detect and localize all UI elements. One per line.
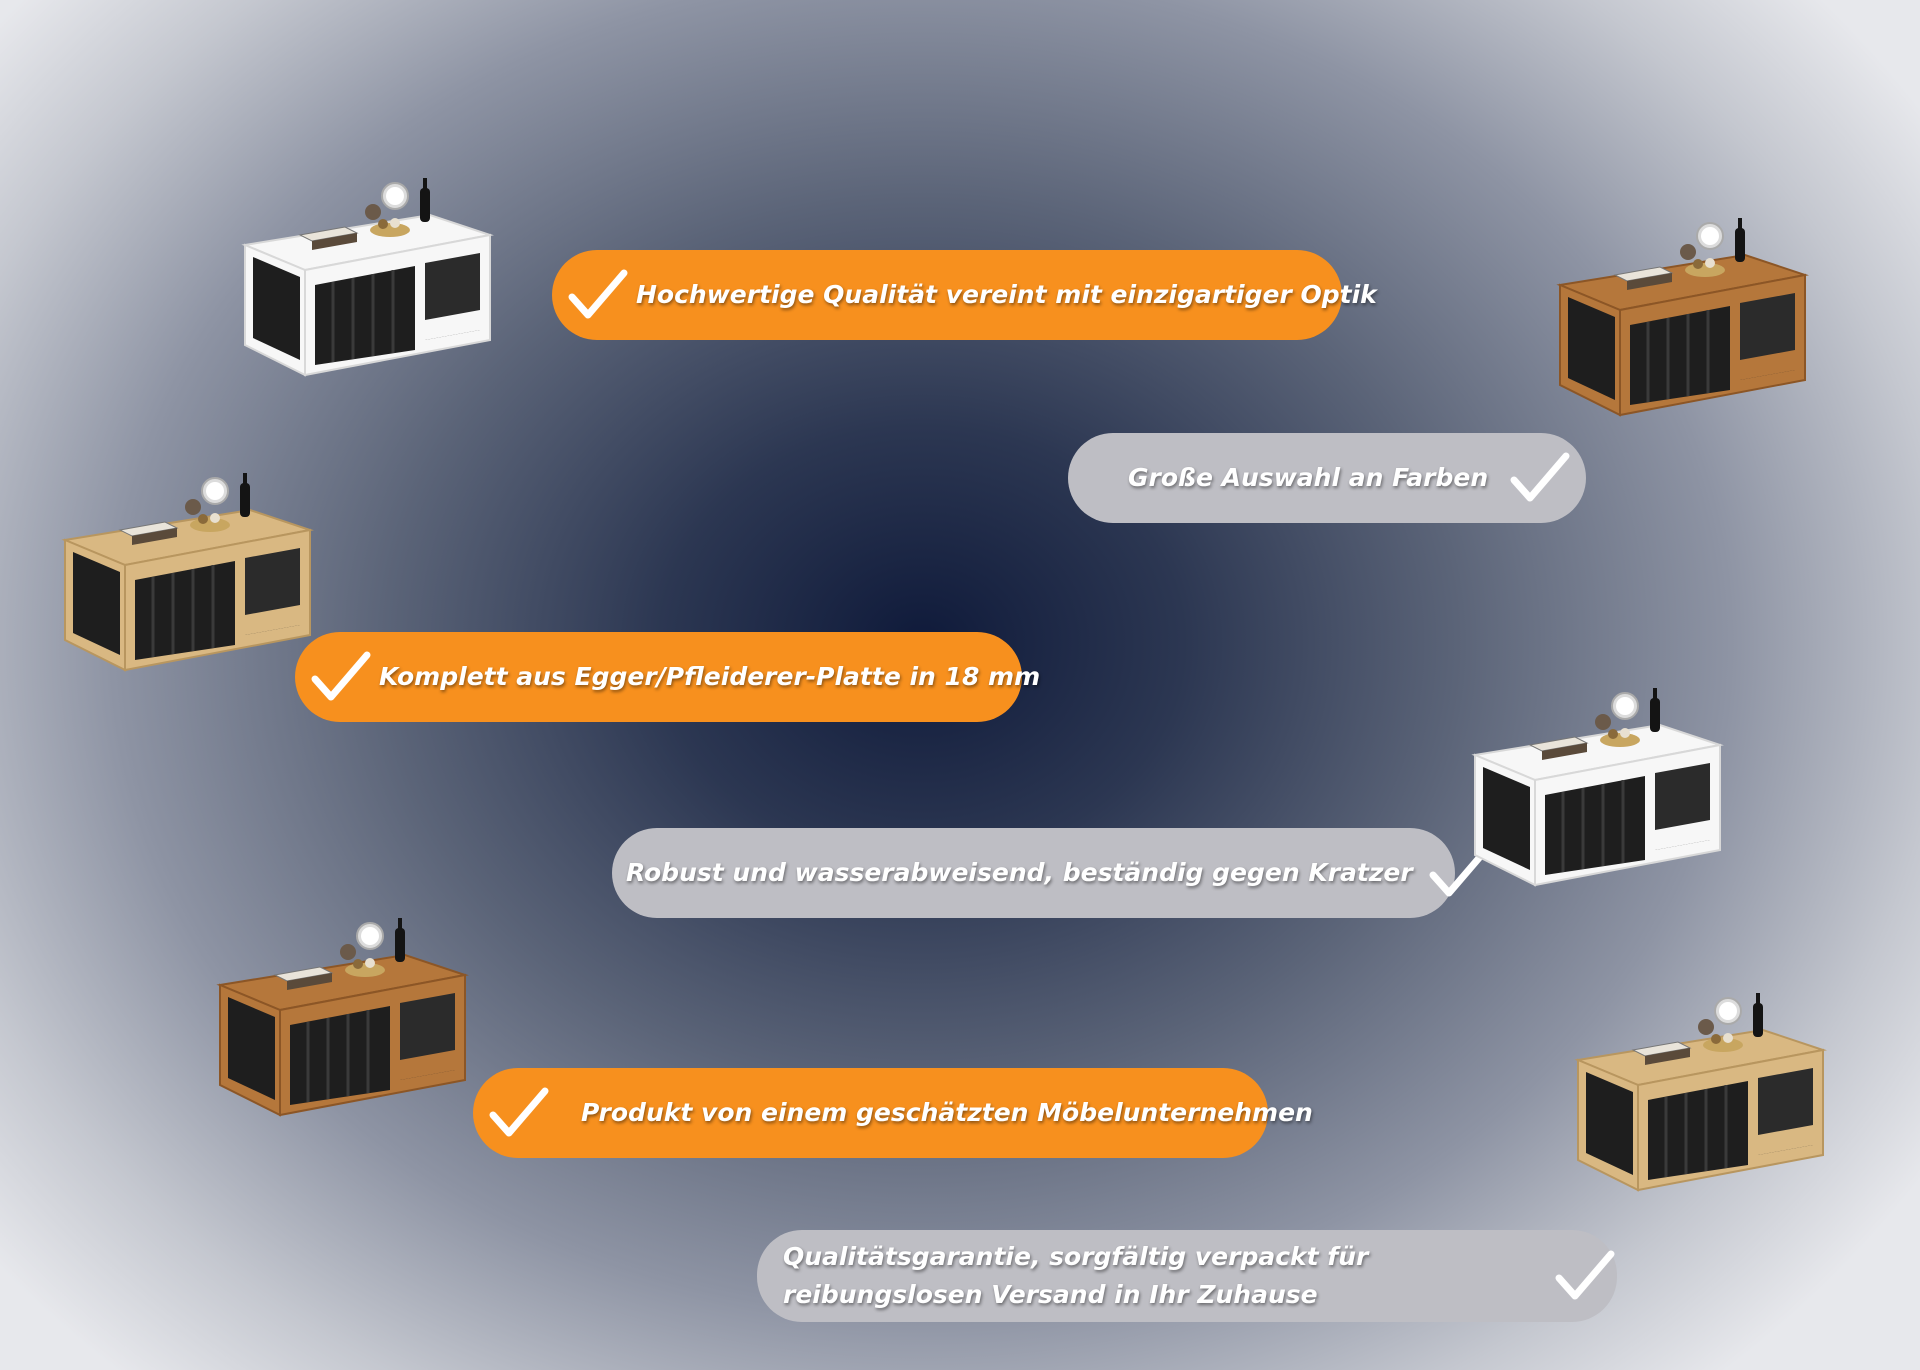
- checkmark-icon: [1429, 847, 1489, 897]
- feature-pill-quality: Hochwertige Qualität vereint mit einziga…: [552, 250, 1377, 340]
- feature-pill-guarantee: Qualitätsgarantie, sorgfältig verpackt f…: [757, 1230, 1617, 1322]
- feature-text: Robust und wasserabweisend, beständig ge…: [626, 858, 1413, 887]
- checkmark-icon: [311, 651, 371, 701]
- feature-text: Komplett aus Egger/Pfleiderer-Platte in …: [379, 662, 1041, 691]
- feature-pill-robust: Robust und wasserabweisend, beständig ge…: [612, 828, 1489, 918]
- feature-pill-company: Produkt von einem geschätzten Möbelunter…: [473, 1068, 1313, 1158]
- product-image-coffee-table: [1548, 975, 1838, 1215]
- checkmark-icon: [489, 1087, 549, 1137]
- product-image-coffee-table: [35, 455, 325, 695]
- feature-pill-colors: Große Auswahl an Farben: [1068, 433, 1586, 523]
- checkmark-icon: [1555, 1250, 1615, 1300]
- feature-text: Hochwertige Qualität vereint mit einziga…: [636, 280, 1377, 309]
- product-image-coffee-table: [1445, 670, 1735, 910]
- feature-text: Große Auswahl an Farben: [1128, 463, 1489, 492]
- product-image-coffee-table: [215, 160, 505, 400]
- product-image-coffee-table: [1530, 200, 1820, 440]
- checkmark-icon: [568, 269, 628, 319]
- feature-text: Qualitätsgarantie, sorgfältig verpackt f…: [783, 1242, 1369, 1309]
- feature-pill-material: Komplett aus Egger/Pfleiderer-Platte in …: [295, 632, 1040, 722]
- product-image-coffee-table: [190, 900, 480, 1140]
- feature-text: Produkt von einem geschätzten Möbelunter…: [581, 1098, 1313, 1127]
- checkmark-icon: [1510, 452, 1570, 502]
